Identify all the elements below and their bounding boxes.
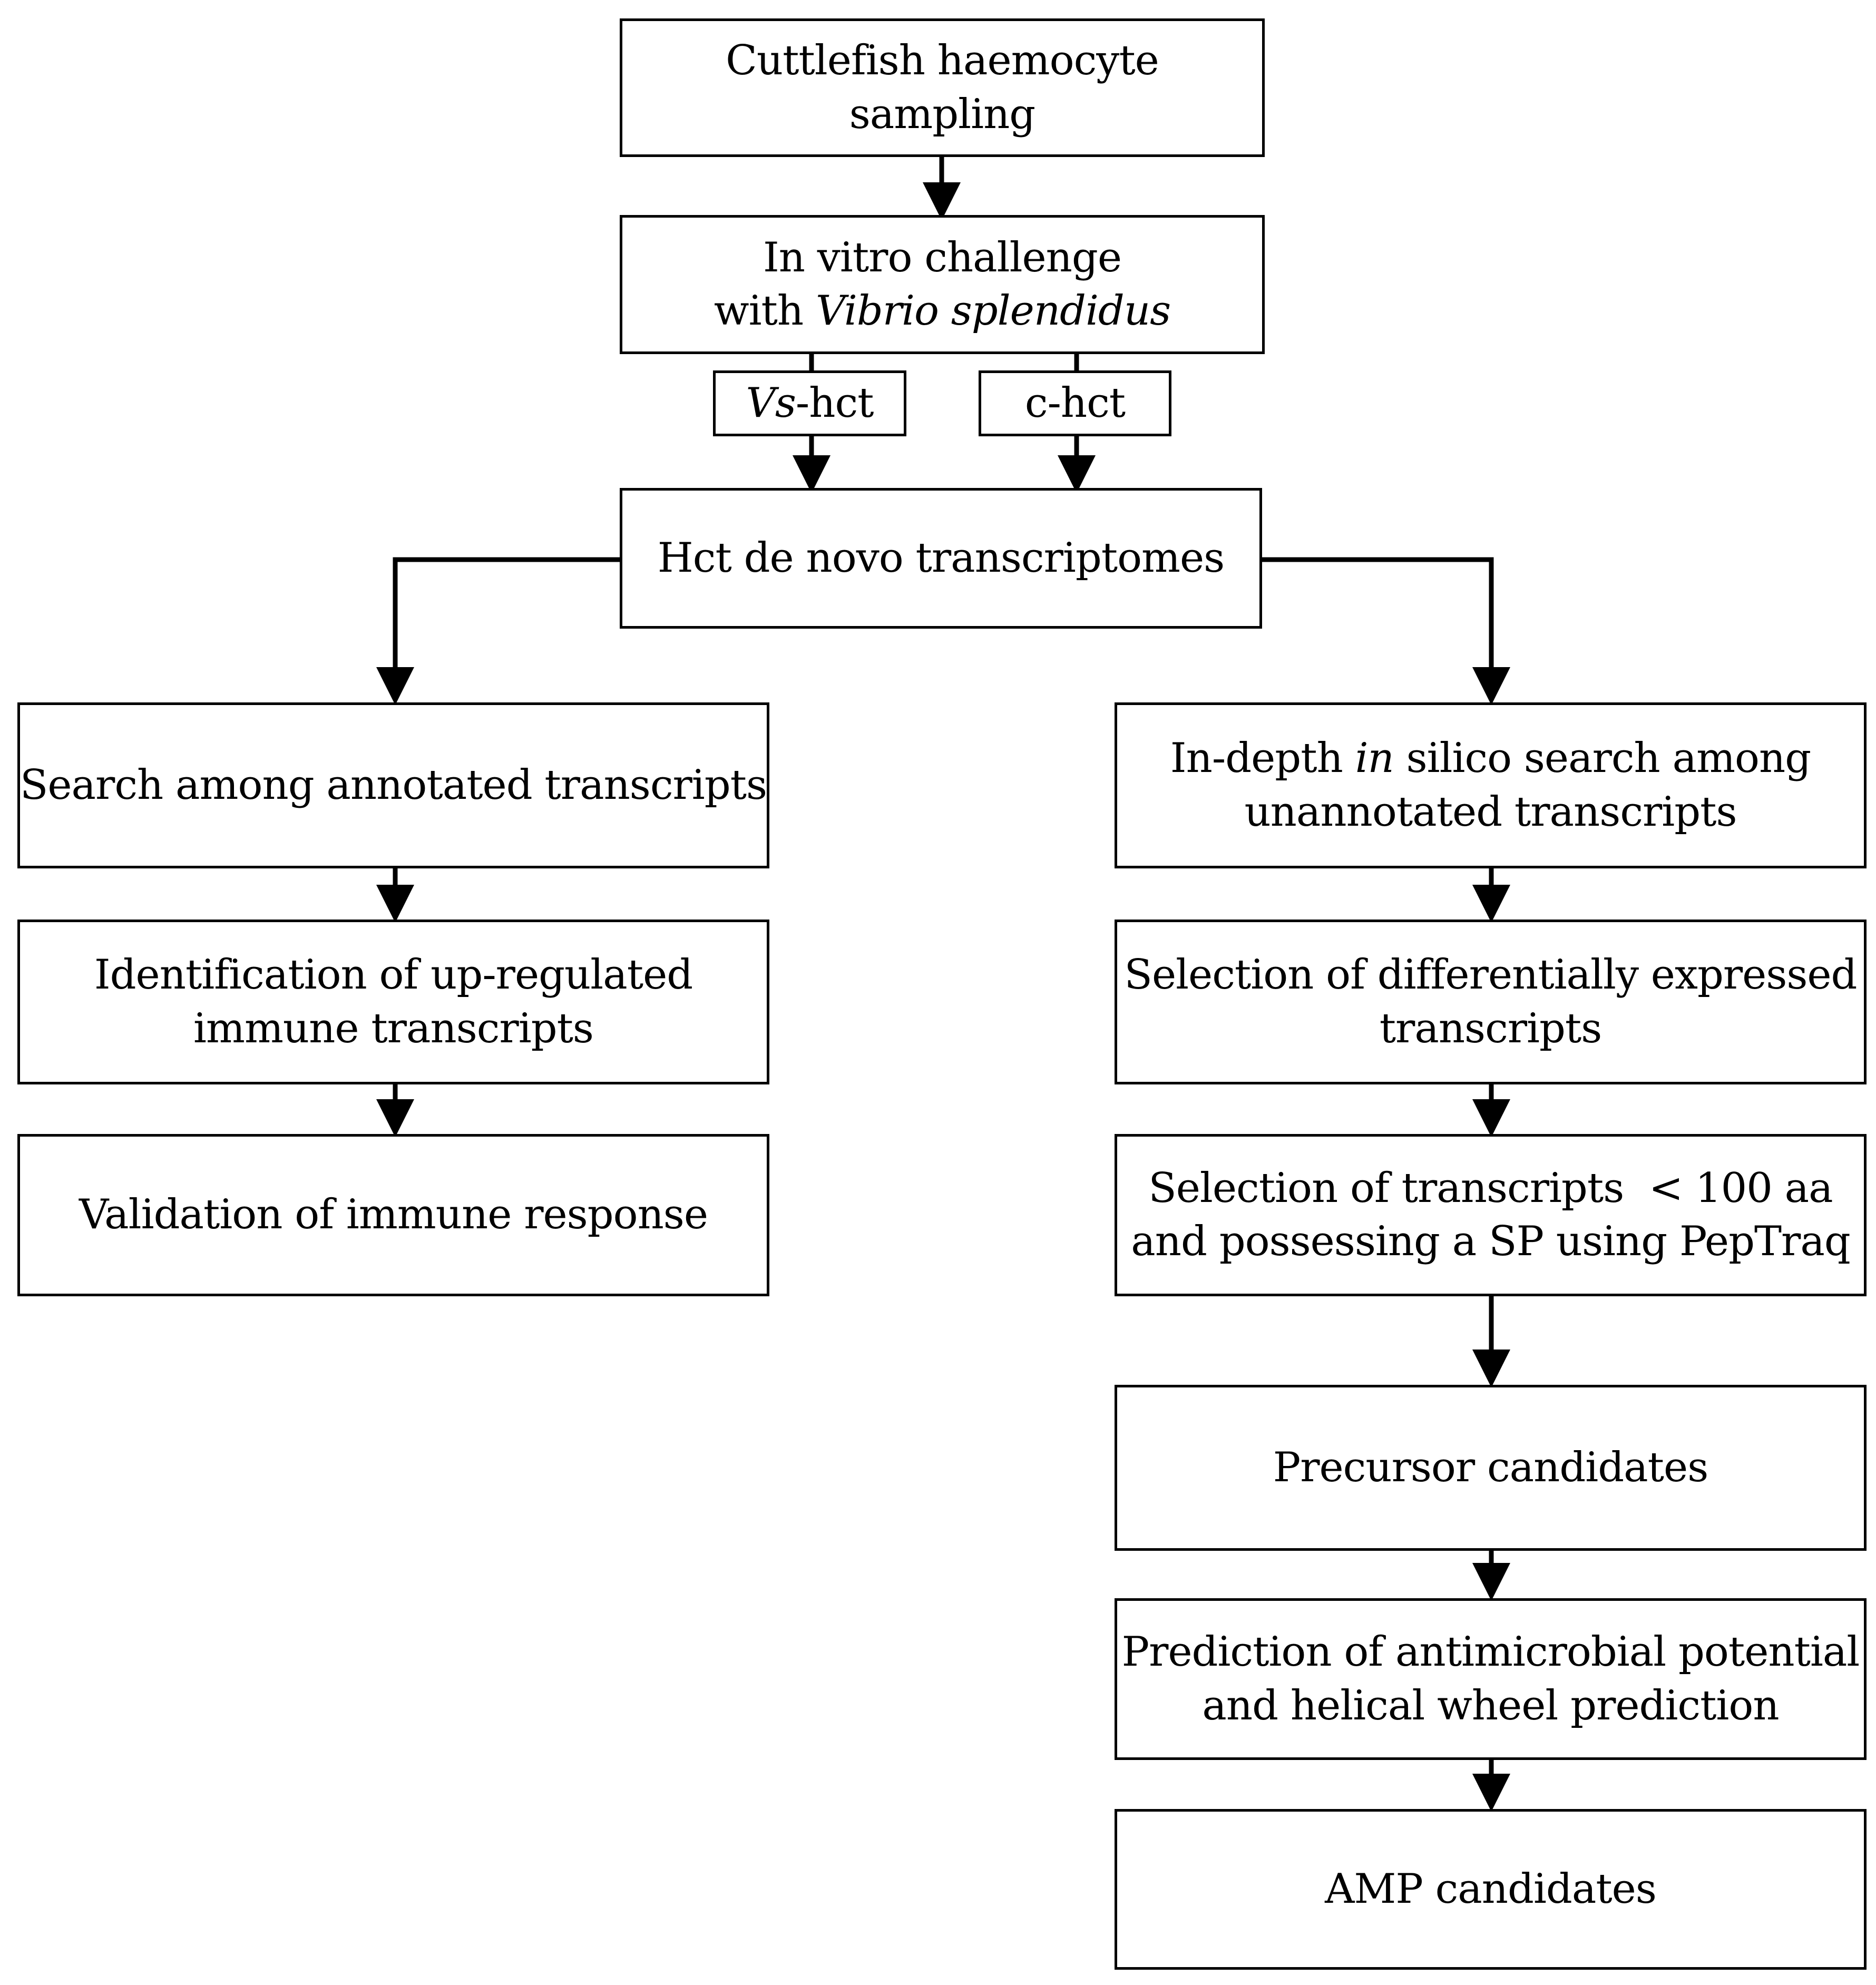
node-validation-label: Validation of immune response — [79, 1191, 708, 1239]
node-identification-line2: immune transcripts — [193, 1004, 594, 1052]
node-selection-de-line1: Selection of differentially expressed — [1124, 951, 1858, 999]
node-sampling-line2: sampling — [849, 90, 1035, 138]
node-challenge: In vitro challenge with Vibrio splendidu… — [620, 215, 1265, 354]
arrow-transcriptomes-to-indepth — [1262, 557, 1510, 705]
node-challenge-line2: with Vibrio splendidus — [714, 285, 1171, 338]
node-validation: Validation of immune response — [17, 1134, 769, 1296]
node-vs-hct: Vs-hct — [713, 370, 906, 436]
node-indepth-line2: unannotated transcripts — [1244, 788, 1737, 836]
node-identification-line1: Identification of up-regulated — [94, 951, 693, 999]
node-prediction-line2: and helical wheel prediction — [1202, 1681, 1779, 1729]
node-challenge-line2-prefix: with — [714, 287, 816, 335]
node-indepth-prefix: In-depth — [1170, 735, 1355, 783]
node-precursor-label: Precursor candidates — [1273, 1443, 1708, 1491]
node-challenge-line1: In vitro challenge — [763, 233, 1122, 281]
node-indepth-search: In-depth in silico search among unannota… — [1115, 702, 1867, 868]
node-selection-de-line2: transcripts — [1379, 1004, 1603, 1052]
node-prediction-line1: Prediction of antimicrobial potential — [1121, 1628, 1860, 1676]
node-transcriptomes-label: Hct de novo transcriptomes — [657, 534, 1225, 582]
node-c-hct: c-hct — [979, 370, 1171, 436]
node-indepth-line1: In-depth in silico search among — [1170, 732, 1811, 785]
node-selection-aa-line1: Selection of transcripts < 100 aa — [1148, 1164, 1833, 1212]
node-identification: Identification of up-regulated immune tr… — [17, 920, 769, 1084]
node-sampling: Cuttlefish haemocyte sampling — [620, 18, 1265, 157]
node-search-annotated: Search among annotated transcripts — [17, 702, 769, 868]
node-selection-aa: Selection of transcripts < 100 aa and po… — [1115, 1134, 1867, 1296]
node-amp: AMP candidates — [1115, 1809, 1867, 1970]
node-transcriptomes: Hct de novo transcriptomes — [620, 488, 1262, 629]
node-precursor: Precursor candidates — [1115, 1385, 1867, 1551]
node-selection-aa-line2: and possessing a SP using PepTraq — [1131, 1218, 1851, 1265]
node-indepth-suffix: silico search among — [1393, 735, 1812, 783]
node-search-annotated-label: Search among annotated transcripts — [19, 761, 767, 809]
node-sampling-line1: Cuttlefish haemocyte — [726, 37, 1159, 85]
node-c-hct-label: c-hct — [1024, 379, 1126, 427]
node-prediction: Prediction of antimicrobial potential an… — [1115, 1598, 1867, 1760]
arrow-transcriptomes-to-search — [376, 557, 620, 705]
node-amp-label: AMP candidates — [1325, 1865, 1657, 1913]
node-challenge-species: Vibrio splendidus — [815, 287, 1171, 335]
node-indepth-italic: in — [1355, 735, 1394, 783]
node-vs-hct-italic: Vs — [746, 379, 796, 427]
node-vs-hct-suffix: -hct — [795, 379, 874, 427]
node-selection-de: Selection of differentially expressed tr… — [1115, 920, 1867, 1084]
